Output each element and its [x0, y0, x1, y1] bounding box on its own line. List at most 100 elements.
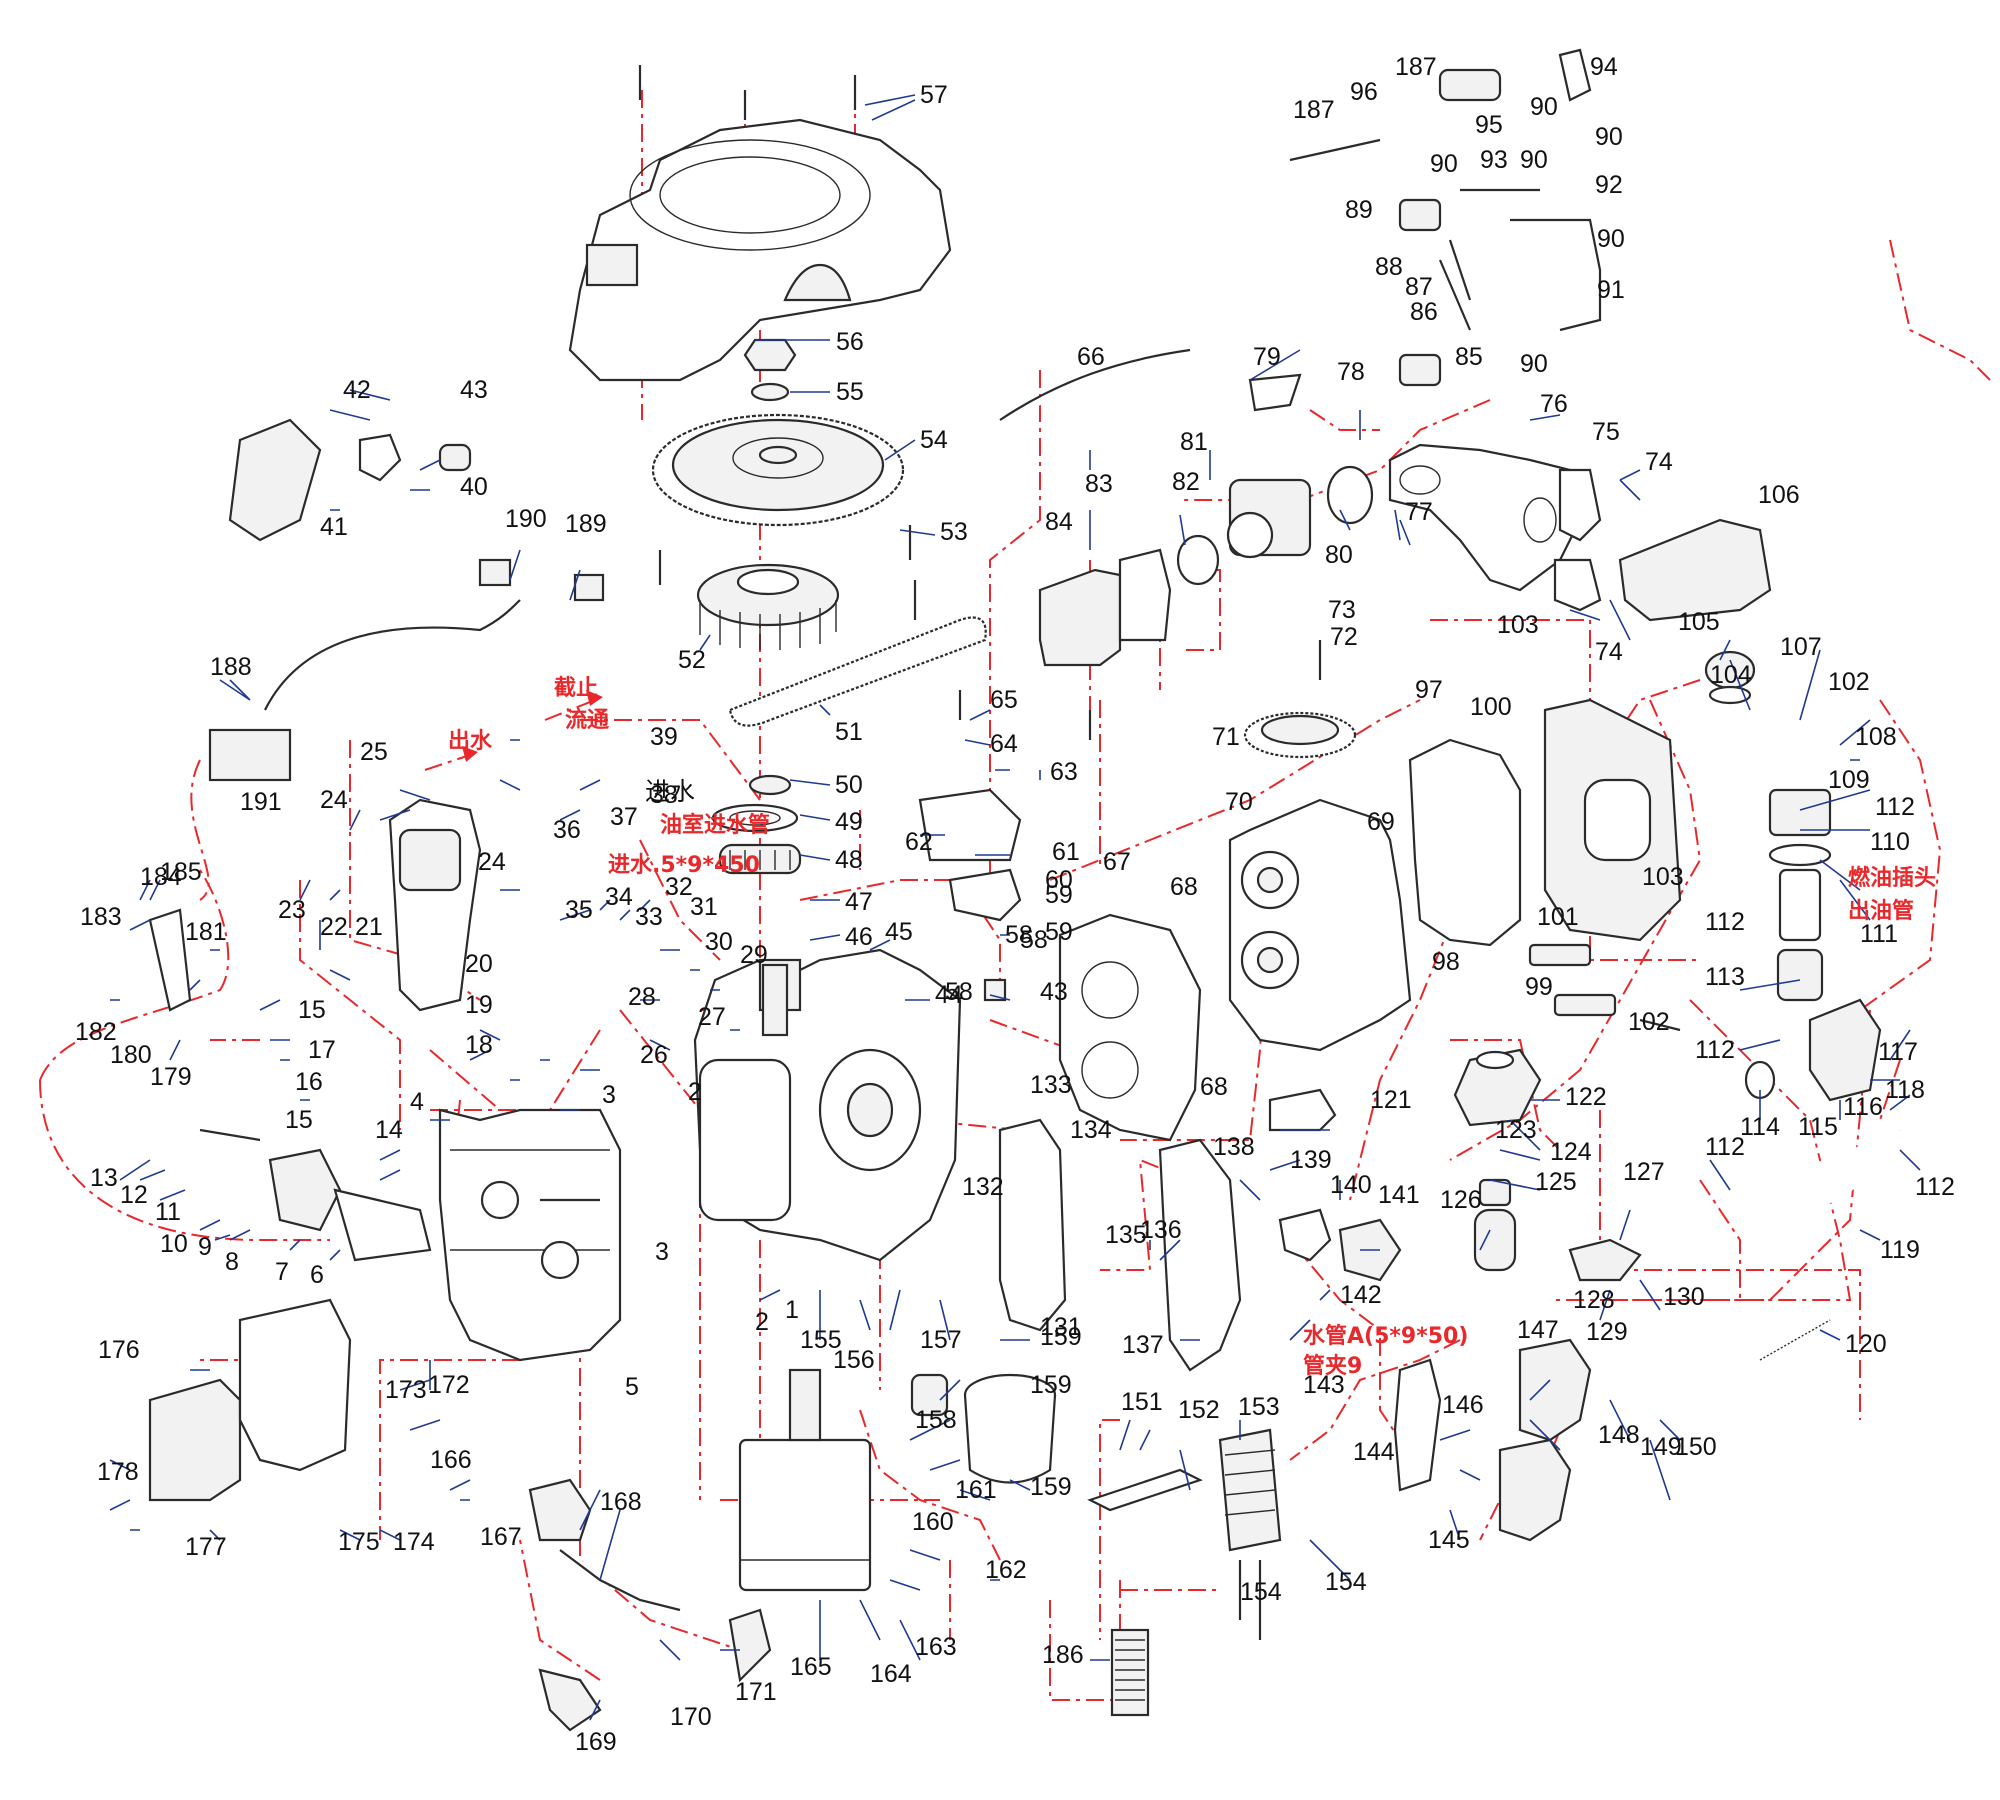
- svg-text:170: 170: [670, 1703, 712, 1731]
- svg-text:159: 159: [1030, 1473, 1072, 1501]
- note-water-in-spec: 进水.5*9*450: [608, 853, 760, 878]
- note-water-out: 出水: [448, 729, 493, 754]
- svg-text:147: 147: [1517, 1316, 1559, 1344]
- water-pump-122: [1453, 1048, 1542, 1127]
- svg-text:132: 132: [962, 1173, 1004, 1201]
- svg-text:103: 103: [1642, 863, 1684, 891]
- oil-cap-105: [1704, 650, 1756, 705]
- flow-arrows: [424, 690, 603, 771]
- svg-text:70: 70: [1225, 788, 1253, 816]
- svg-text:98: 98: [1432, 948, 1460, 976]
- cover-61: [918, 788, 1022, 862]
- svg-text:66: 66: [1077, 343, 1105, 371]
- svg-text:21: 21: [355, 913, 383, 941]
- svg-text:177: 177: [185, 1533, 227, 1561]
- note-water-pipe-a: 水管A(5*9*50): [1303, 1323, 1468, 1349]
- head-gasket-67: [1058, 913, 1202, 1142]
- ignition-coils: [1393, 1338, 1592, 1542]
- svg-text:180: 180: [110, 1041, 152, 1069]
- svg-text:2: 2: [755, 1308, 769, 1336]
- svg-text:167: 167: [480, 1523, 522, 1551]
- sensor-43: [438, 443, 472, 472]
- svg-text:160: 160: [912, 1508, 954, 1536]
- svg-text:181: 181: [185, 918, 227, 946]
- ignition-cap-168: [528, 1478, 681, 1612]
- fuel-hose-119: [1718, 1128, 1904, 1215]
- cover-41: [228, 418, 322, 542]
- svg-text:153: 153: [1238, 1393, 1280, 1421]
- svg-text:1: 1: [785, 1296, 799, 1324]
- svg-text:34: 34: [605, 883, 633, 911]
- o-ring-82: [1176, 534, 1220, 586]
- svg-text:159: 159: [1030, 1371, 1072, 1399]
- svg-text:78: 78: [1337, 358, 1365, 386]
- svg-text:122: 122: [1565, 1083, 1607, 1111]
- svg-text:154: 154: [1240, 1578, 1282, 1606]
- fuel-pump-115: [1744, 998, 1882, 1102]
- svg-text:190: 190: [505, 505, 547, 533]
- svg-text:176: 176: [98, 1336, 140, 1364]
- svg-text:36: 36: [553, 816, 581, 844]
- svg-text:134: 134: [1070, 1116, 1112, 1144]
- ecu-177: [148, 1378, 242, 1502]
- bracket-152: [1087, 1468, 1203, 1512]
- plug-cap-171: [728, 1608, 772, 1683]
- svg-text:58: 58: [1020, 926, 1048, 954]
- svg-text:31: 31: [690, 893, 718, 921]
- svg-text:175: 175: [338, 1528, 380, 1556]
- water-hose-188: [208, 599, 521, 782]
- svg-text:3: 3: [655, 1238, 669, 1266]
- gasket-60: [948, 868, 1022, 922]
- manifold-gaskets-75: [1553, 468, 1602, 612]
- svg-text:146: 146: [1442, 1391, 1484, 1419]
- ecu-bracket-173: [238, 1298, 352, 1472]
- svg-text:115: 115: [1798, 1113, 1838, 1141]
- exhaust-cover-137: [1158, 1138, 1242, 1372]
- svg-text:118: 118: [1885, 1076, 1925, 1104]
- thermostat-housing-20: [388, 798, 482, 1012]
- svg-text:4: 4: [410, 1088, 424, 1116]
- oil-filter-adapter-158: [910, 1373, 949, 1417]
- note-oil-outlet-pipe: 出油管: [1848, 898, 1914, 924]
- svg-text:137: 137: [1122, 1331, 1164, 1359]
- svg-text:50: 50: [835, 771, 863, 799]
- throttle-linkage-185: [148, 908, 192, 1012]
- svg-text:123: 123: [1495, 1116, 1537, 1144]
- starter-motor-165: [738, 1368, 872, 1592]
- svg-text:93: 93: [1480, 146, 1508, 174]
- svg-text:83: 83: [1085, 470, 1113, 498]
- svg-text:145: 145: [1428, 1526, 1470, 1554]
- bracket-6: [333, 1188, 432, 1262]
- svg-text:172: 172: [428, 1371, 470, 1399]
- svg-text:96: 96: [1350, 78, 1378, 106]
- svg-text:179: 179: [150, 1063, 192, 1091]
- svg-text:113: 113: [1705, 963, 1745, 991]
- washer-49: [711, 803, 799, 833]
- svg-text:17: 17: [308, 1036, 336, 1064]
- svg-text:56: 56: [836, 328, 864, 356]
- note-flow: 流通: [565, 707, 609, 733]
- annotations: 截止 流通 出水 油室进水管 进水.5*9*450 燃油插头 出油管 水管A(5…: [448, 676, 1936, 1379]
- svg-text:69: 69: [1367, 808, 1395, 836]
- svg-text:89: 89: [1345, 196, 1373, 224]
- svg-text:24: 24: [478, 848, 506, 876]
- svg-text:141: 141: [1378, 1181, 1420, 1209]
- fuel-filter-assembly: [1768, 788, 1832, 1002]
- svg-text:100: 100: [1470, 693, 1512, 721]
- svg-text:104: 104: [1710, 661, 1752, 689]
- svg-text:107: 107: [1780, 633, 1822, 661]
- svg-text:38: 38: [650, 781, 678, 809]
- svg-text:183: 183: [80, 903, 122, 931]
- svg-text:7: 7: [275, 1258, 289, 1286]
- svg-text:26: 26: [640, 1041, 668, 1069]
- svg-text:111: 111: [1860, 920, 1898, 948]
- svg-text:158: 158: [915, 1406, 957, 1434]
- svg-text:71: 71: [1212, 723, 1240, 751]
- cam-pulley-71: [1243, 711, 1357, 759]
- svg-text:149: 149: [1640, 1433, 1682, 1461]
- svg-text:85: 85: [1455, 343, 1483, 371]
- nut-56: [743, 338, 797, 372]
- svg-text:159: 159: [1040, 1323, 1082, 1351]
- svg-text:39: 39: [650, 723, 678, 751]
- svg-text:105: 105: [1678, 608, 1720, 636]
